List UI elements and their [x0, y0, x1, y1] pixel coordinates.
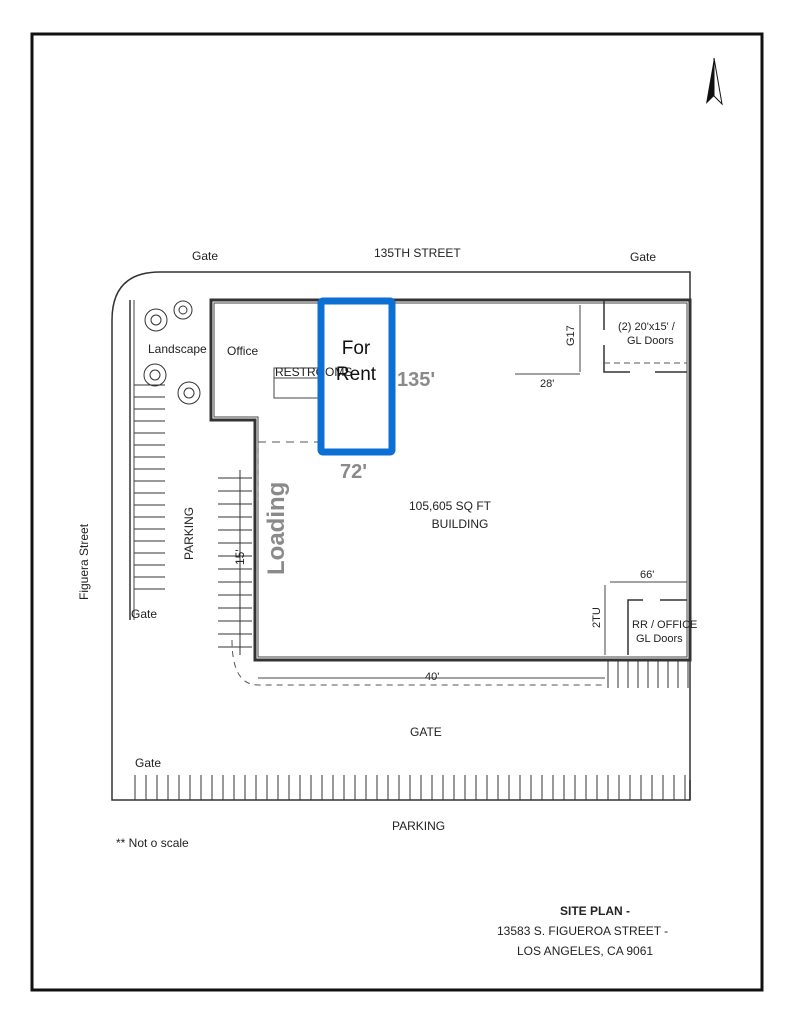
address-line-2: LOS ANGELES, CA 9061	[517, 944, 653, 958]
tree-icons	[143, 300, 201, 405]
address-line-1: 13583 S. FIGUEROA STREET -	[497, 924, 668, 938]
dim-15: 15'	[233, 549, 247, 565]
parking-stalls-bottom	[134, 775, 686, 800]
gate-left: Gate	[131, 607, 157, 621]
restrooms-label: RESTROOMS	[275, 365, 352, 379]
page-border	[30, 32, 764, 992]
driveway-dash	[231, 639, 605, 686]
doors-top-label: (2) 20'x15' /	[618, 321, 676, 333]
for-rent-highlight	[317, 297, 396, 456]
parking-bottom: PARKING	[392, 819, 445, 833]
top-door-walls	[603, 300, 687, 373]
for-rent-label: For	[342, 338, 371, 359]
street-left: Figuera Street	[77, 523, 91, 600]
dim-40: 40'	[425, 671, 439, 683]
dim-135: 135'	[397, 369, 435, 391]
building-outline	[209, 298, 692, 662]
building-outline-inner	[213, 302, 688, 658]
for-rent-label-2: Rent	[336, 364, 377, 385]
loading-label: Loading	[263, 482, 290, 575]
landscape-label: Landscape	[148, 342, 207, 356]
north-arrow-icon	[706, 57, 723, 106]
building-area: 105,605 SQ FT	[409, 499, 492, 513]
rr-office-walls	[627, 599, 687, 655]
rr-office-label-2: GL Doors	[636, 633, 683, 645]
office-label: Office	[227, 344, 258, 358]
gate-bottom-left: Gate	[135, 756, 161, 770]
property-boundary	[111, 271, 691, 801]
dim-28: 28'	[540, 378, 554, 390]
building-label: BUILDING	[432, 517, 489, 531]
site-plan-title: SITE PLAN -	[560, 904, 630, 918]
gate-top-left: Gate	[192, 249, 218, 263]
loading-stalls	[218, 470, 252, 655]
parking-left: PARKING	[182, 507, 196, 560]
parking-stalls-left	[134, 384, 165, 590]
gate-top-right: Gate	[630, 250, 656, 264]
doors-top-label-2: GL Doors	[627, 335, 674, 347]
dim-66: 66'	[640, 569, 654, 581]
dim-2tu: 2TU	[591, 607, 603, 628]
scale-note: ** Not o scale	[116, 836, 189, 850]
dim-72: 72'	[340, 461, 367, 483]
dim-g17: G17	[565, 325, 577, 346]
rr-office-label: RR / OFFICE	[632, 619, 697, 631]
street-top: 135TH STREET	[374, 246, 461, 260]
parking-stalls-right	[607, 660, 689, 688]
gate-bottom: GATE	[410, 725, 442, 739]
